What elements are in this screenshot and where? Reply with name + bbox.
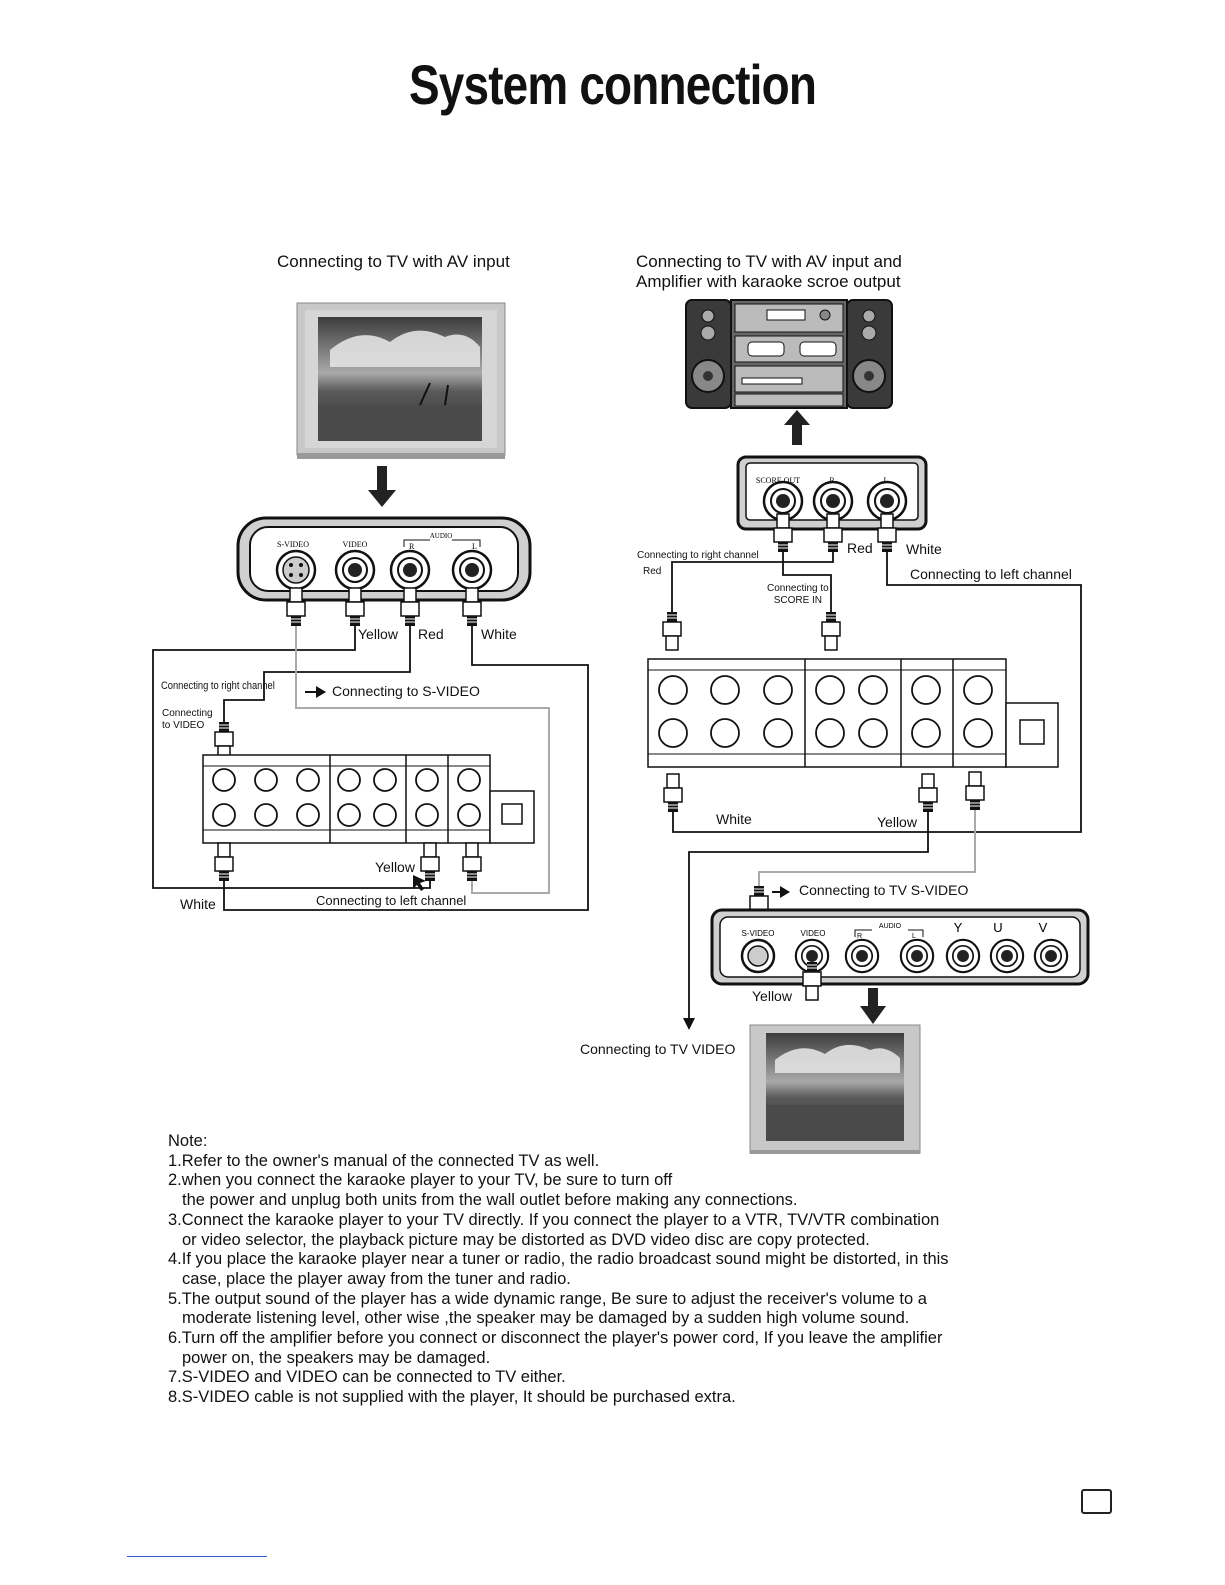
note-8: 8.S-VIDEO cable is not supplied with the… (168, 1388, 736, 1407)
svg-text:VIDEO: VIDEO (343, 540, 368, 549)
svg-text:L: L (912, 933, 916, 940)
notes-section: Note: 1.Refer to the owner's manual of t… (168, 1132, 949, 1408)
note-2: 2.when you connect the karaoke player to… (168, 1171, 673, 1190)
svg-text:R: R (857, 933, 862, 940)
label-u: U (993, 920, 1002, 935)
svg-text:S-VIDEO: S-VIDEO (742, 929, 775, 938)
svg-text:R: R (409, 542, 415, 551)
note-4: 4.If you place the karaoke player near a… (168, 1250, 949, 1269)
svg-text:L: L (884, 476, 889, 485)
label-to-svideo: Connecting to S-VIDEO (332, 683, 480, 699)
label-right-channel-right: Connecting to right channel (637, 550, 759, 561)
label-white-right: White (716, 811, 752, 827)
left-player-panel: S-VIDEO VIDEO AUDIO R L (236, 516, 532, 602)
note-1: 1.Refer to the owner's manual of the con… (168, 1151, 600, 1170)
svg-text:L: L (472, 542, 477, 551)
note-2-cont: the power and unplug both units from the… (182, 1191, 798, 1210)
left-caption: Connecting to TV with AV input (277, 252, 510, 271)
label-yellow-top: Yellow (358, 626, 398, 642)
label-right-channel-left: Connecting to right channel (161, 680, 275, 692)
label-left-channel-left: Connecting to left channel (316, 893, 467, 908)
right-tv-image (749, 1024, 921, 1154)
label-white-bottom: White (180, 896, 216, 912)
note-6: 6.Turn off the amplifier before you conn… (168, 1329, 943, 1348)
right-caption-line1: Connecting to TV with AV input and (636, 252, 902, 271)
svg-text:R: R (829, 476, 835, 485)
label-white-amp: White (906, 541, 942, 557)
note-5-cont: moderate listening level, other wise ,th… (182, 1309, 910, 1328)
stereo-system-image (685, 299, 893, 409)
label-yellow-tv: Yellow (752, 988, 792, 1004)
left-down-arrow (368, 466, 396, 507)
label-to-video: Connecting to VIDEO (162, 708, 213, 731)
label-red-small: Red (643, 566, 662, 577)
left-tv-image (296, 302, 506, 459)
label-to-tv-video: Connecting to TV VIDEO (580, 1041, 736, 1057)
note-4-cont: case, place the player away from the tun… (182, 1269, 571, 1288)
right-wires (671, 552, 1082, 1020)
label-red-amp: Red (847, 540, 873, 556)
label-left-channel-right: Connecting to left channel (910, 566, 1072, 582)
right-up-arrow (784, 410, 810, 445)
label-to-tv-svideo: Connecting to TV S-VIDEO (799, 882, 969, 898)
page-number-box (1081, 1489, 1112, 1514)
label-yellow-right: Yellow (877, 814, 917, 830)
label-v: V (1039, 920, 1048, 935)
note-7: 7.S-VIDEO and VIDEO can be connected to … (168, 1368, 566, 1387)
svg-text:VIDEO: VIDEO (801, 929, 826, 938)
left-wires (152, 626, 589, 911)
note-6-cont: power on, the speakers may be damaged. (182, 1348, 491, 1367)
notes-heading: Note: (168, 1132, 208, 1150)
label-yellow-bottom: Yellow (375, 859, 415, 875)
right-player-unit (647, 658, 1059, 768)
svg-text:SCORE OUT: SCORE OUT (756, 476, 800, 485)
note-3-cont: or video selector, the playback picture … (182, 1230, 870, 1249)
label-white-top: White (481, 626, 517, 642)
label-red: Red (418, 626, 444, 642)
note-5: 5.The output sound of the player has a w… (168, 1289, 927, 1308)
left-player-unit (202, 754, 535, 844)
page-title: System connection (408, 53, 817, 116)
svg-text:AUDIO: AUDIO (879, 923, 902, 930)
svg-text:AUDIO: AUDIO (430, 532, 453, 540)
tv-input-panel: S-VIDEO VIDEO AUDIO R L Y U V (710, 908, 1090, 986)
note-3: 3.Connect the karaoke player to your TV … (168, 1210, 940, 1229)
svg-text:S-VIDEO: S-VIDEO (277, 540, 309, 549)
footer-rule (127, 1556, 267, 1557)
label-score-in: Connecting to SCORE IN (767, 583, 829, 606)
right-caption-line2: Amplifier with karaoke scroe output (636, 272, 901, 291)
label-y: Y (954, 920, 963, 935)
